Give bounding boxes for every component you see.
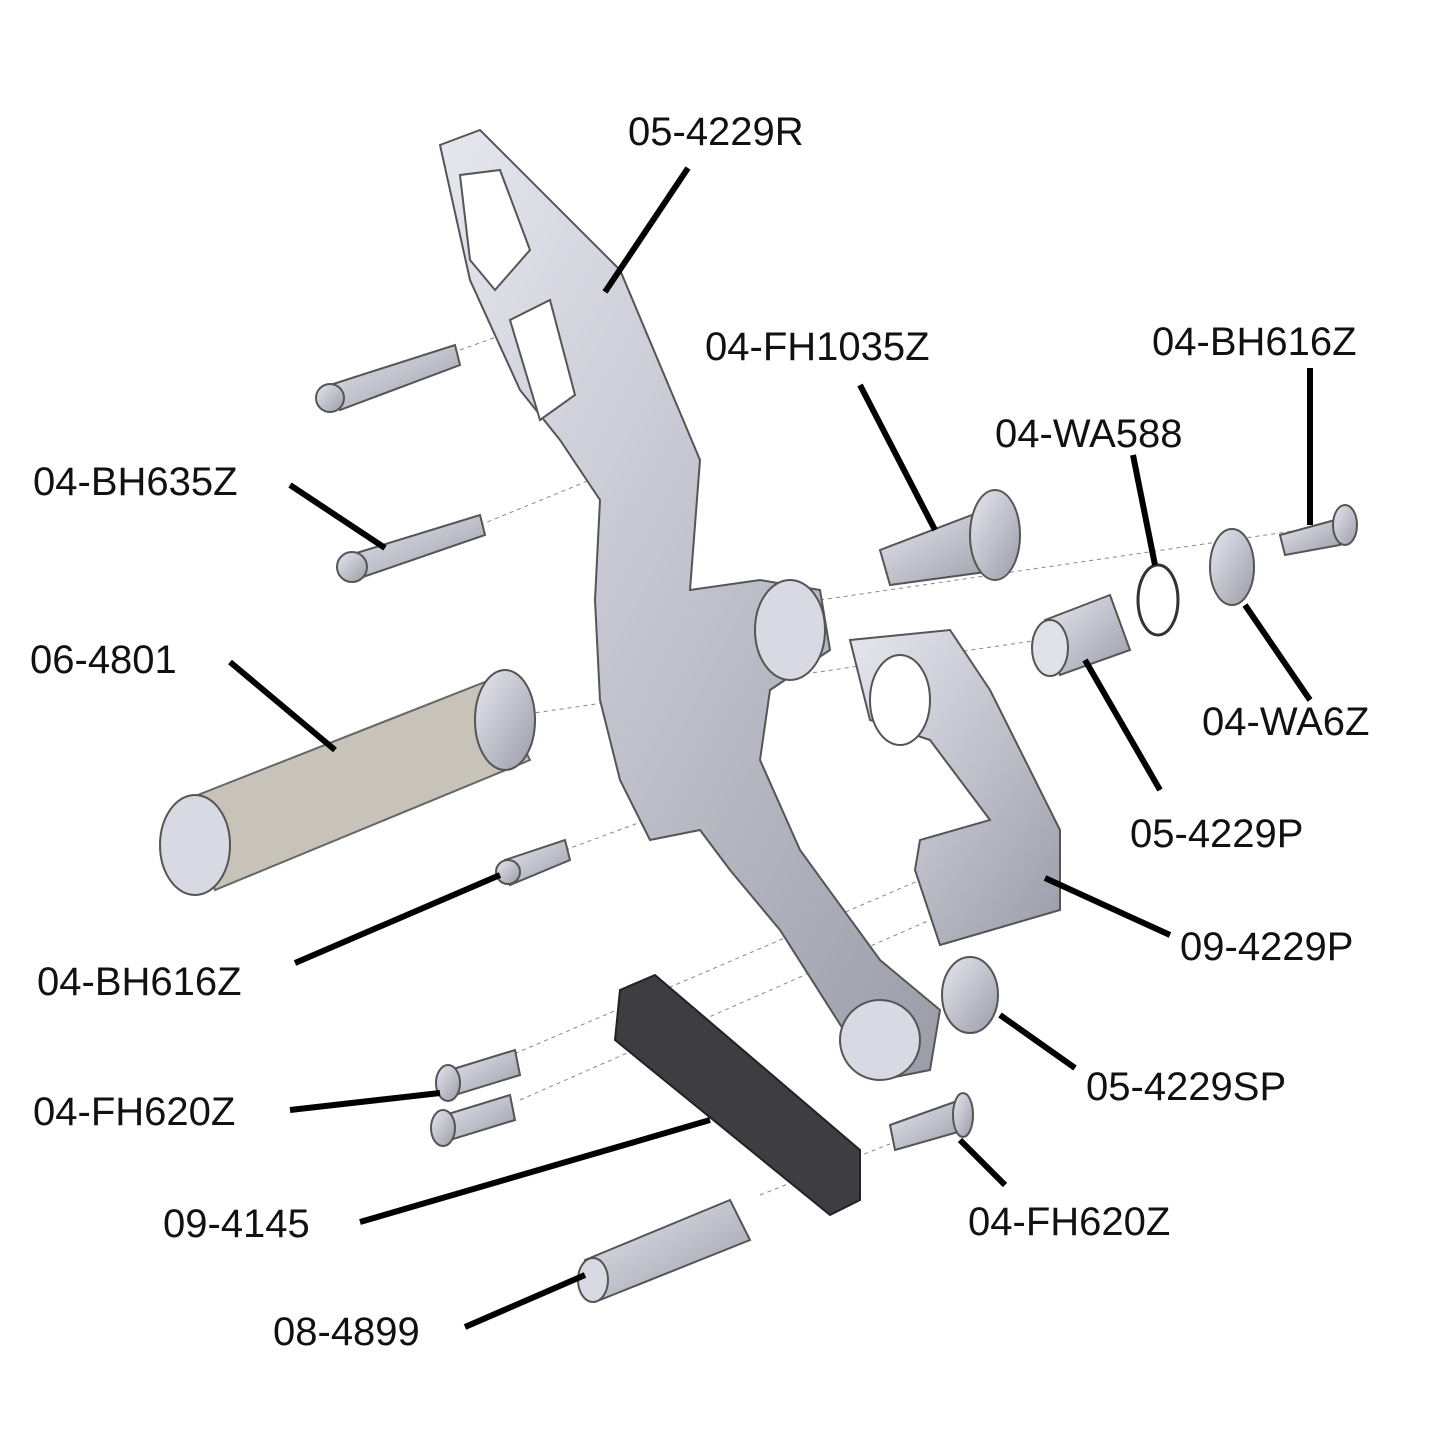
label-spacer: 05-4229SP (1086, 1065, 1287, 1109)
label-pivot: 05-4229P (1130, 812, 1304, 856)
plate-part (613, 973, 861, 1217)
label-footpeg: 06-4801 (30, 638, 177, 682)
label-plate-bolt-right: 04-FH620Z (968, 1200, 1171, 1244)
label-bolt-top-right: 04-BH616Z (1152, 320, 1357, 364)
label-pivot-bolt: 04-FH1035Z (705, 325, 930, 369)
bolt-parts (315, 343, 1358, 1152)
label-plate-bolts: 04-FH620Z (33, 1090, 236, 1134)
label-pedal: 09-4229P (1180, 925, 1354, 969)
label-wave-washer: 04-WA588 (995, 412, 1183, 456)
label-standoff: 08-4899 (273, 1310, 420, 1354)
label-plate: 09-4145 (163, 1202, 310, 1246)
leader-lines (228, 166, 1313, 1330)
label-bracket: 05-4229R (628, 110, 804, 154)
bracket-part (438, 128, 942, 1082)
label-peg-bolt: 04-BH616Z (37, 960, 242, 1004)
label-mount-bolts: 04-BH635Z (33, 460, 238, 504)
label-washer: 04-WA6Z (1202, 700, 1370, 744)
